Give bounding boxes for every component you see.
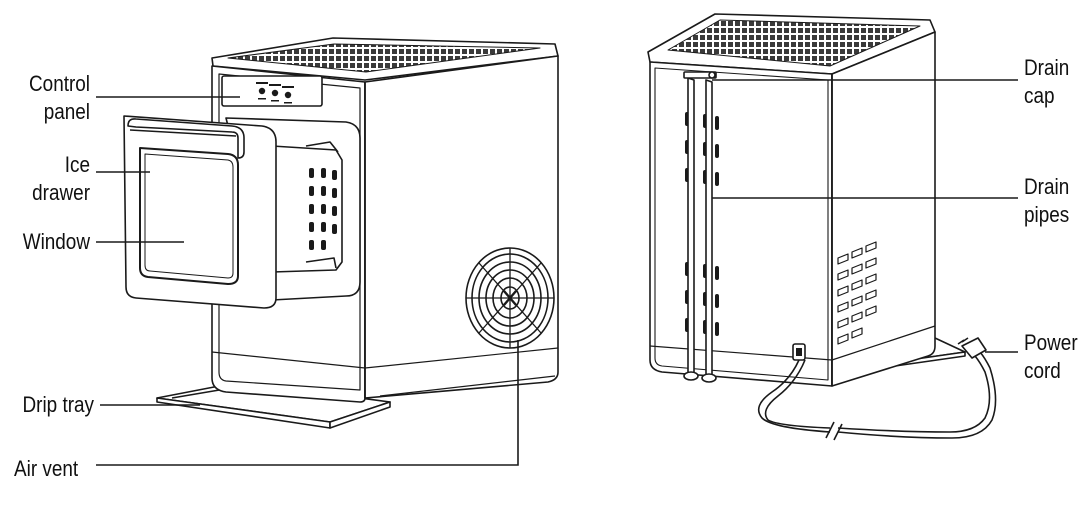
drawer-window (139, 147, 239, 285)
label-drain-cap: Drain cap (1024, 54, 1069, 110)
label-control-panel: Control panel (0, 70, 90, 126)
label-drain-pipes-line2: pipes (1024, 202, 1070, 227)
label-window: Window (0, 228, 90, 256)
label-power-cord-line1: Power (1024, 330, 1078, 355)
leader-air-vent (96, 340, 519, 466)
label-drain-pipes-line1: Drain (1024, 174, 1070, 199)
label-air-vent-text: Air vent (14, 456, 79, 481)
label-air-vent: Air vent (14, 455, 78, 483)
ice-drawer-door (123, 115, 277, 309)
label-drip-tray-text: Drip tray (22, 392, 95, 417)
label-ice-drawer-line2: drawer (32, 180, 90, 205)
air-vent-fan (465, 247, 555, 349)
label-drip-tray: Drip tray (0, 391, 94, 419)
rear-view-appliance (647, 13, 997, 441)
label-ice-drawer-line1: Ice (64, 152, 90, 177)
control-panel-plate (221, 75, 323, 107)
side-vent-slots (837, 241, 877, 345)
label-control-panel-line2: panel (43, 99, 90, 124)
power-cord-drawing (757, 337, 997, 441)
rear-side-face (831, 31, 936, 387)
drip-tray (156, 381, 391, 429)
control-buttons (256, 82, 294, 104)
ice-basket (271, 141, 343, 273)
label-power-cord-line2: cord (1024, 358, 1061, 383)
label-ice-drawer: Ice drawer (0, 151, 90, 207)
label-drain-cap-line1: Drain (1024, 55, 1070, 80)
label-drain-pipes: Drain pipes (1024, 173, 1069, 229)
label-power-cord: Power cord (1024, 329, 1078, 385)
side-face (364, 55, 559, 399)
leader-lines (96, 79, 1018, 466)
rear-face (649, 61, 833, 387)
label-control-panel-line1: Control (29, 71, 90, 96)
label-window-text: Window (22, 229, 90, 254)
label-drain-cap-line2: cap (1024, 83, 1055, 108)
drain-pipes-drawing (683, 71, 717, 383)
front-view-appliance (123, 37, 559, 429)
